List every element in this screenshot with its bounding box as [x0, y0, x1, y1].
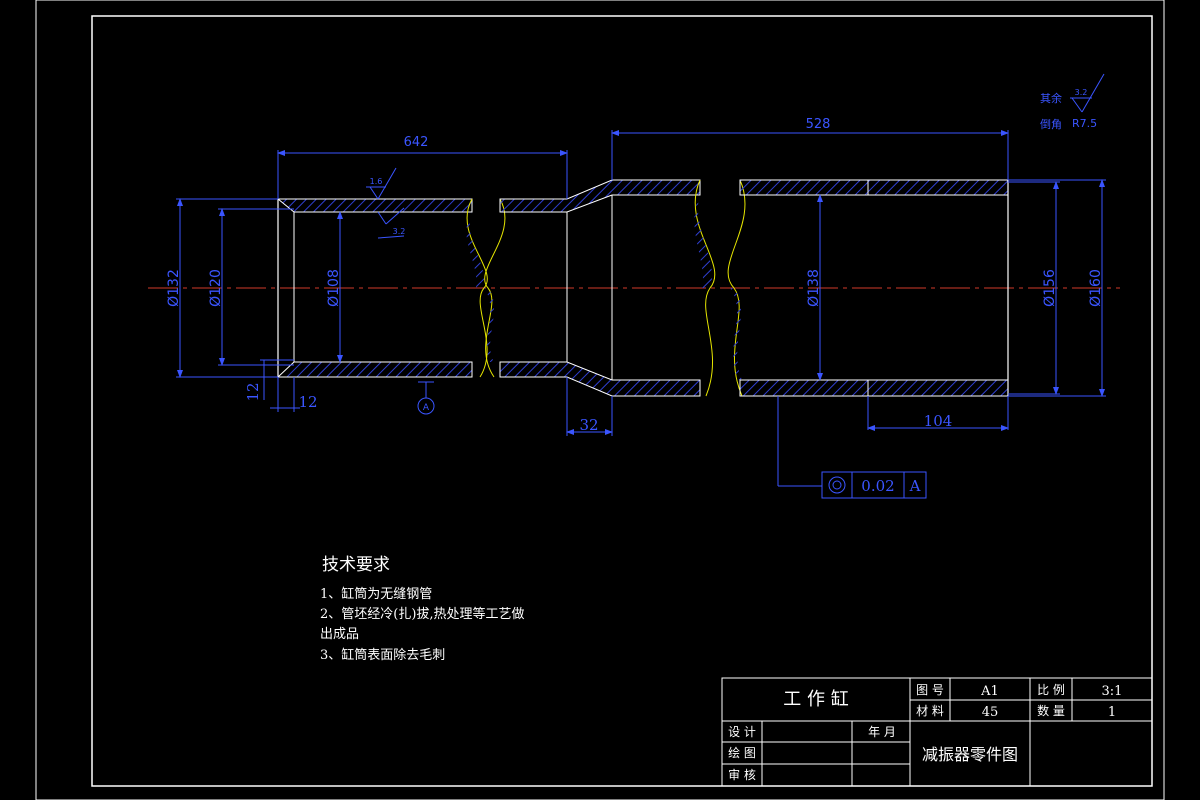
tech-req-item-4: 3、缸筒表面除去毛刺 [320, 647, 445, 663]
dim-dia-120: Ø120 [208, 269, 224, 307]
break-line-1 [466, 198, 506, 378]
tech-req-item-3: 出成品 [320, 627, 359, 642]
design-label: 设 计 [728, 725, 756, 739]
break-line-2 [694, 179, 746, 397]
dim-528: 528 [806, 117, 831, 132]
tolerance-frame: 0.02 A [821, 471, 927, 499]
surface-note-daojiao: 倒角 [1040, 118, 1062, 131]
draw-label: 绘 图 [728, 745, 756, 760]
dimension-lines [176, 73, 1106, 487]
cylinder-middle-section [499, 179, 701, 397]
quantity-label: 数 量 [1037, 703, 1065, 718]
dim-12-vertical: 12 [244, 382, 262, 401]
surface-note-qiyu: 其余 [1040, 91, 1062, 105]
inner-border [91, 15, 1153, 787]
roughness-corner: 3.2 [1075, 88, 1088, 97]
dim-104: 104 [924, 412, 953, 430]
roughness-2: 3.2 [393, 227, 406, 236]
dim-dia-138: Ø138 [806, 269, 822, 307]
material-value: 45 [982, 705, 999, 720]
scale-label: 比 例 [1037, 683, 1065, 697]
drawing-no-label: 图 号 [916, 683, 944, 697]
datum-symbol [417, 397, 435, 415]
datum-label: A [423, 403, 430, 413]
cylinder-right-section [739, 179, 1009, 397]
tolerance-value: 0.02 [861, 477, 894, 495]
dim-dia-156: Ø156 [1042, 269, 1058, 307]
title-block [721, 677, 1153, 787]
material-label: 材 料 [916, 704, 944, 718]
dim-12-horizontal: 12 [298, 393, 317, 411]
quantity-value: 1 [1108, 705, 1116, 720]
date-label: 年 月 [868, 725, 896, 739]
drawing-title: 减振器零件图 [922, 745, 1018, 764]
dim-dia-132: Ø132 [166, 269, 182, 307]
dim-dia-108: Ø108 [326, 269, 342, 307]
tech-req-heading: 技术要求 [322, 555, 390, 575]
dim-32: 32 [579, 416, 598, 434]
review-label: 审 核 [728, 767, 756, 782]
outer-border [35, 0, 1165, 800]
roughness-1: 1.6 [370, 177, 383, 186]
part-name: 工 作 缸 [783, 688, 848, 710]
dim-642: 642 [404, 135, 429, 150]
tech-req-item-2: 2、管坯经冷(扎)拔,热处理等工艺做 [320, 606, 525, 622]
drawing-no: A1 [980, 684, 999, 699]
tolerance-datum: A [909, 477, 921, 495]
dim-dia-160: Ø160 [1088, 269, 1104, 307]
concentricity-icon [828, 476, 846, 494]
surface-note-radius: R7.5 [1072, 117, 1097, 130]
tech-req-item-1: 1、缸筒为无缝钢管 [320, 586, 432, 602]
scale-value: 3:1 [1102, 684, 1123, 699]
